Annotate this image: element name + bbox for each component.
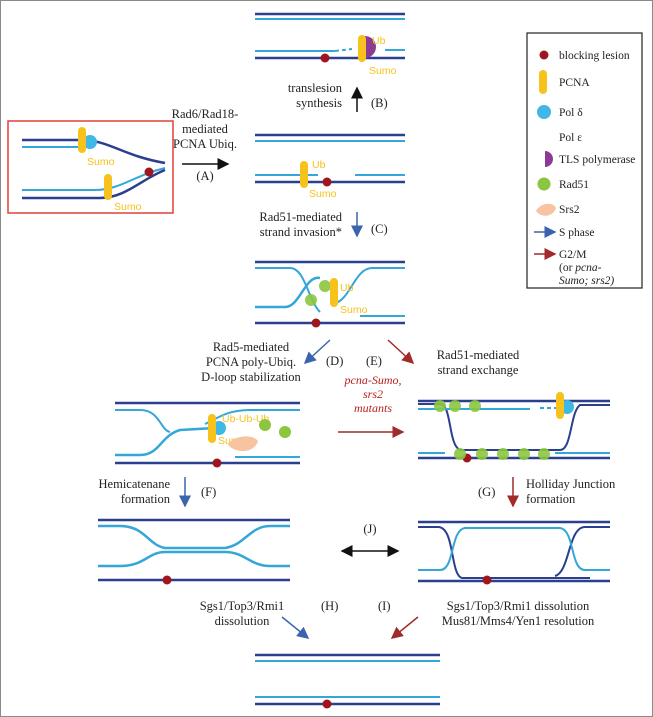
d-loop-panel: Ub-Ub-Ub Sumo <box>115 401 300 468</box>
legend-g2m: G2/M <box>559 249 586 261</box>
legend-g2m-note-2: Sumo; srs2) <box>559 275 614 287</box>
pol-delta-icon <box>83 135 97 149</box>
ub-tag: Ub <box>372 35 386 47</box>
pcna-icon <box>358 35 366 62</box>
tag-d: (D) <box>326 354 343 368</box>
legend: blocking lesion PCNA Pol δ Pol ε TLS pol… <box>526 32 643 289</box>
tls-polymerase-icon <box>365 36 376 58</box>
ubiquitinated-pcna-panel: Ub Sumo <box>255 133 405 200</box>
svg-text:Sumo: Sumo <box>340 304 368 316</box>
ub-poly-tag: Ub-Ub-Ub <box>222 413 269 425</box>
svg-text:Sumo: Sumo <box>87 156 115 168</box>
strand-exchange-panel <box>418 392 610 463</box>
arrow-h <box>281 616 310 639</box>
sumo-tag: Sumo <box>369 65 397 77</box>
arrow-i <box>390 616 419 639</box>
stalled-fork-panel: Sumo Sumo <box>7 120 174 214</box>
svg-text:Sumo: Sumo <box>114 201 142 213</box>
tag-i: (I) <box>378 599 391 613</box>
strand-invasion-panel: Ub Sumo <box>255 260 405 328</box>
rad51-icon <box>305 294 317 306</box>
arrow-e <box>387 339 415 365</box>
legend-lesion: blocking lesion <box>559 50 630 62</box>
legend-tls: TLS polymerase <box>559 154 635 166</box>
tag-e: (E) <box>366 354 382 368</box>
legend-g2m-note-1: (or pcna- <box>559 262 602 274</box>
svg-text:Sumo: Sumo <box>309 188 337 200</box>
legend-rad51: Rad51 <box>559 179 589 191</box>
legend-pol-epsilon: Pol ε <box>559 132 582 144</box>
legend-s-phase: S phase <box>559 227 594 239</box>
tls-result-panel: Ub Sumo <box>255 12 405 77</box>
holliday-junction-panel <box>418 520 610 585</box>
tag-g: (G) <box>478 485 495 499</box>
arrow-d <box>303 339 331 365</box>
tag-b: (B) <box>371 96 388 110</box>
srs2-icon <box>228 436 258 452</box>
tag-c: (C) <box>371 222 388 236</box>
tag-f: (F) <box>201 485 216 499</box>
tag-j: (J) <box>363 522 376 536</box>
resolved-products-panel <box>255 653 440 709</box>
legend-srs2: Srs2 <box>559 204 580 216</box>
tag-h: (H) <box>321 599 338 613</box>
svg-text:Ub: Ub <box>340 282 354 294</box>
legend-pcna: PCNA <box>559 77 590 89</box>
hemicatenane-panel <box>98 518 290 585</box>
legend-pol-delta: Pol δ <box>559 107 583 119</box>
lesion-icon <box>320 53 330 63</box>
svg-text:Ub: Ub <box>312 159 326 171</box>
